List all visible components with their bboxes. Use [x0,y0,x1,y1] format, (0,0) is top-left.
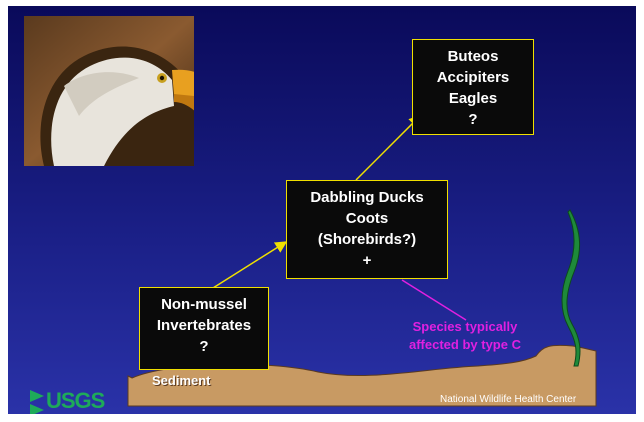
box-top-line-2: Accipiters [413,67,533,88]
box-bottom-line-3: ? [140,336,268,357]
box-middle-waterfowl: Dabbling Ducks Coots (Shorebirds?) + [286,180,448,279]
type-c-annotation: Species typically affected by type C [380,318,550,354]
seagrass-plant [562,210,580,366]
arrow-bottom-to-middle [213,242,286,288]
footer-credit: National Wildlife Health Center [440,394,576,405]
box-middle-line-4: + [287,250,447,271]
box-middle-line-1: Dabbling Ducks [287,187,447,208]
box-top-line-3: Eagles [413,88,533,109]
annotation-line-2: affected by type C [380,336,550,354]
annotation-pointer [402,280,466,320]
box-top-line-1: Buteos [413,46,533,67]
box-top-line-4: ? [413,109,533,130]
box-top-predators: Buteos Accipiters Eagles ? [412,39,534,135]
box-middle-line-3: (Shorebirds?) [287,229,447,250]
box-bottom-line-2: Invertebrates [140,315,268,336]
usgs-logo-mark [30,390,44,414]
usgs-logo-text: USGS [46,388,104,414]
box-bottom-line-1: Non-mussel [140,294,268,315]
box-middle-line-2: Coots [287,208,447,229]
arrow-middle-to-top [356,116,420,180]
box-bottom-invertebrates: Non-mussel Invertebrates ? [139,287,269,370]
sediment-label: Sediment [152,373,211,388]
slide: Buteos Accipiters Eagles ? Dabbling Duck… [8,6,636,414]
annotation-line-1: Species typically [380,318,550,336]
